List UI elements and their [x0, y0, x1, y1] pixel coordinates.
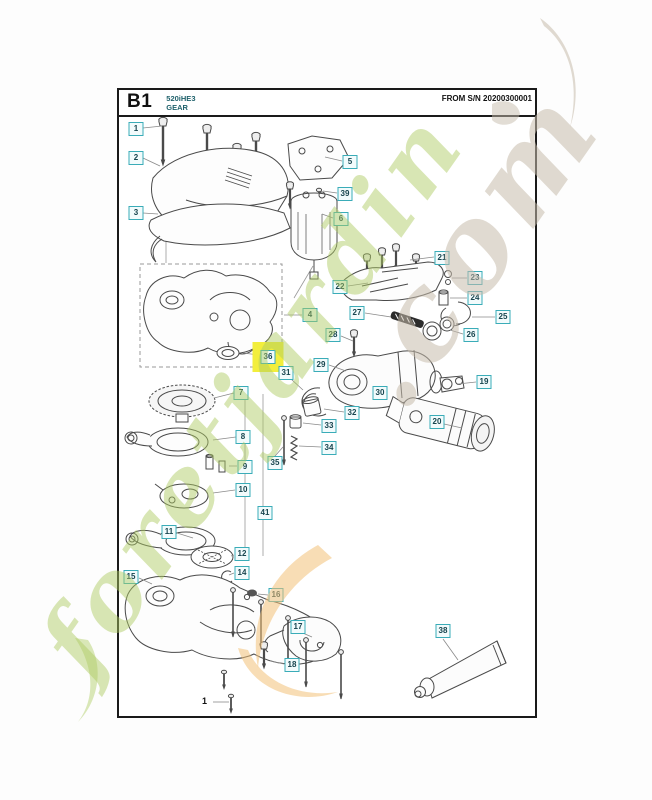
- model-block: 520iHE3 GEAR: [166, 94, 195, 112]
- callout-11[interactable]: 11: [161, 525, 177, 539]
- callout-20[interactable]: 20: [429, 415, 445, 429]
- callout-41[interactable]: 41: [257, 506, 273, 520]
- callout-27[interactable]: 27: [349, 306, 365, 320]
- callout-8[interactable]: 8: [235, 430, 251, 444]
- callout-12[interactable]: 12: [234, 547, 250, 561]
- bottom-part-label: 1: [202, 696, 208, 706]
- callout-30[interactable]: 30: [372, 386, 388, 400]
- callout-38[interactable]: 38: [435, 624, 451, 638]
- callout-33[interactable]: 33: [321, 419, 337, 433]
- model-number: 520iHE3: [166, 94, 196, 103]
- callout-35[interactable]: 35: [267, 456, 283, 470]
- callout-24[interactable]: 24: [467, 291, 483, 305]
- callout-16[interactable]: 16: [268, 588, 284, 602]
- callout-23[interactable]: 23: [467, 271, 483, 285]
- callout-9[interactable]: 9: [237, 460, 253, 474]
- callout-10[interactable]: 10: [235, 483, 251, 497]
- callout-25[interactable]: 25: [495, 310, 511, 324]
- header-divider: [119, 115, 535, 117]
- callout-4[interactable]: 4: [302, 308, 318, 322]
- section-code: B1: [127, 91, 153, 112]
- callout-39[interactable]: 39: [337, 187, 353, 201]
- callout-36[interactable]: 36: [260, 350, 276, 364]
- callout-22[interactable]: 22: [332, 280, 348, 294]
- callout-1[interactable]: 1: [128, 122, 144, 136]
- callout-34[interactable]: 34: [321, 441, 337, 455]
- callout-21[interactable]: 21: [434, 251, 450, 265]
- callout-5[interactable]: 5: [342, 155, 358, 169]
- callout-18[interactable]: 18: [284, 658, 300, 672]
- callout-6[interactable]: 6: [333, 212, 349, 226]
- section-title: GEAR: [166, 103, 188, 112]
- callout-28[interactable]: 28: [325, 328, 341, 342]
- callout-7[interactable]: 7: [233, 386, 249, 400]
- page-header: B1 520iHE3 GEAR FROM S/N 20200300001: [127, 91, 532, 115]
- callout-14[interactable]: 14: [234, 566, 250, 580]
- callout-31[interactable]: 31: [278, 366, 294, 380]
- callout-2[interactable]: 2: [128, 151, 144, 165]
- callout-29[interactable]: 29: [313, 358, 329, 372]
- callout-26[interactable]: 26: [463, 328, 479, 342]
- callout-3[interactable]: 3: [128, 206, 144, 220]
- callout-15[interactable]: 15: [123, 570, 139, 584]
- callout-32[interactable]: 32: [344, 406, 360, 420]
- serial-note: FROM S/N 20200300001: [441, 94, 532, 103]
- callout-19[interactable]: 19: [476, 375, 492, 389]
- callout-17[interactable]: 17: [290, 620, 306, 634]
